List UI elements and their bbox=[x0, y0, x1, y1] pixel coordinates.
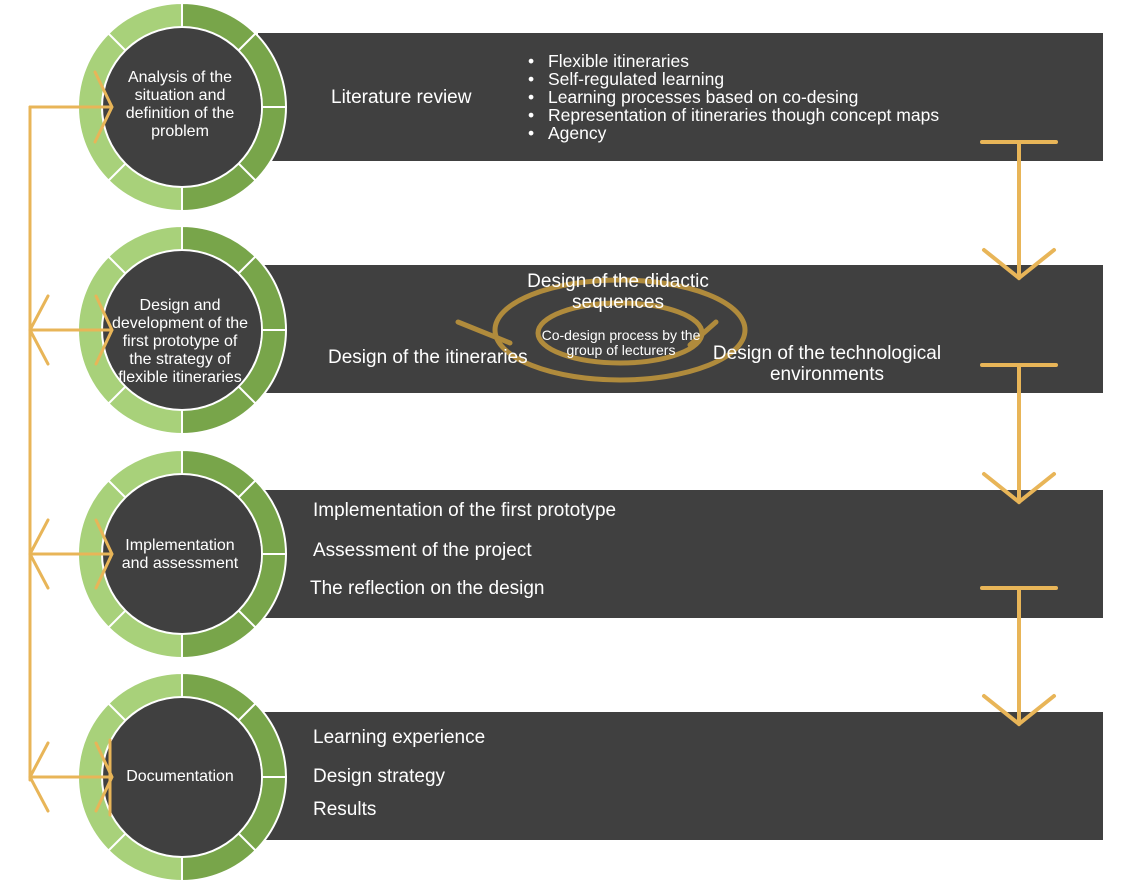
list-item: Agency bbox=[528, 124, 939, 142]
results-item: Results bbox=[313, 799, 377, 820]
list-item: Representation of itineraries though con… bbox=[528, 106, 939, 124]
design-strategy-item: Design strategy bbox=[313, 766, 446, 787]
co-design-spiral bbox=[455, 277, 748, 383]
phase-4-circle-label: Documentation bbox=[126, 768, 234, 785]
spiral-tail-left bbox=[455, 319, 513, 346]
reflection-item: The reflection on the design bbox=[310, 578, 545, 599]
down-arrow-3 bbox=[980, 586, 1058, 727]
spiral-tail-right bbox=[687, 319, 719, 348]
ring-segment bbox=[107, 224, 183, 275]
feedback-arrowhead-left bbox=[28, 741, 50, 813]
assessment-item: Assessment of the project bbox=[313, 540, 532, 561]
feedback-lines bbox=[28, 70, 114, 817]
implementation-item: Implementation of the first prototype bbox=[313, 500, 617, 521]
ring-segment bbox=[107, 1, 183, 52]
down-arrows bbox=[980, 140, 1058, 727]
feedback-arrowhead-left bbox=[28, 294, 50, 366]
list-item: Flexible itineraries bbox=[528, 52, 939, 70]
ring-core bbox=[103, 475, 261, 633]
literature-topics-list: Flexible itineraries Self-regulated lear… bbox=[528, 52, 939, 142]
co-design-process-label: Co-design process by the group of lectur… bbox=[541, 327, 701, 358]
feedback-arrowhead-left bbox=[28, 518, 50, 590]
ring-core bbox=[103, 28, 261, 186]
ring-core bbox=[103, 251, 261, 409]
didactic-sequences-label: Design of the didactic sequences bbox=[527, 271, 709, 314]
phase-1-circle-label: Analysis of the situation and definition… bbox=[125, 69, 235, 140]
arrow-head bbox=[982, 248, 1056, 281]
ring-segment bbox=[107, 671, 183, 722]
phase-rings bbox=[76, 1, 288, 883]
list-item: Self-regulated learning bbox=[528, 70, 939, 88]
itineraries-label: Design of the itineraries bbox=[328, 347, 528, 368]
feedback-arrowhead-right bbox=[94, 294, 114, 366]
phase-band-3 bbox=[258, 490, 1103, 618]
phase-2-circle-label: Design and development of the first prot… bbox=[111, 297, 249, 386]
spiral-strokes bbox=[455, 277, 748, 383]
feedback-arrowhead-1 bbox=[93, 70, 114, 144]
ring-segment bbox=[107, 448, 183, 499]
feedback-connector bbox=[28, 70, 114, 817]
phase-3-circle-label: Implementation and assessment bbox=[121, 537, 239, 572]
phase-ring-4 bbox=[76, 671, 288, 883]
phase-ring-1 bbox=[76, 1, 288, 213]
feedback-arrowhead-right bbox=[94, 518, 114, 590]
feedback-arrowhead-right bbox=[94, 741, 114, 813]
phase-ring-2 bbox=[76, 224, 288, 436]
ring-core bbox=[103, 698, 261, 856]
literature-review-heading: Literature review bbox=[331, 87, 472, 108]
learning-experience-item: Learning experience bbox=[313, 727, 486, 748]
down-arrow-2 bbox=[980, 363, 1058, 505]
list-item: Learning processes based on co-desing bbox=[528, 88, 939, 106]
phase-band-4 bbox=[258, 712, 1103, 840]
arrow-head bbox=[982, 694, 1056, 727]
arrow-head bbox=[982, 472, 1056, 505]
phase-ring-3 bbox=[76, 448, 288, 660]
down-arrow-1 bbox=[980, 140, 1058, 281]
technological-environments-label: Design of the technological environments bbox=[712, 343, 942, 386]
spiral-outer bbox=[492, 277, 748, 383]
